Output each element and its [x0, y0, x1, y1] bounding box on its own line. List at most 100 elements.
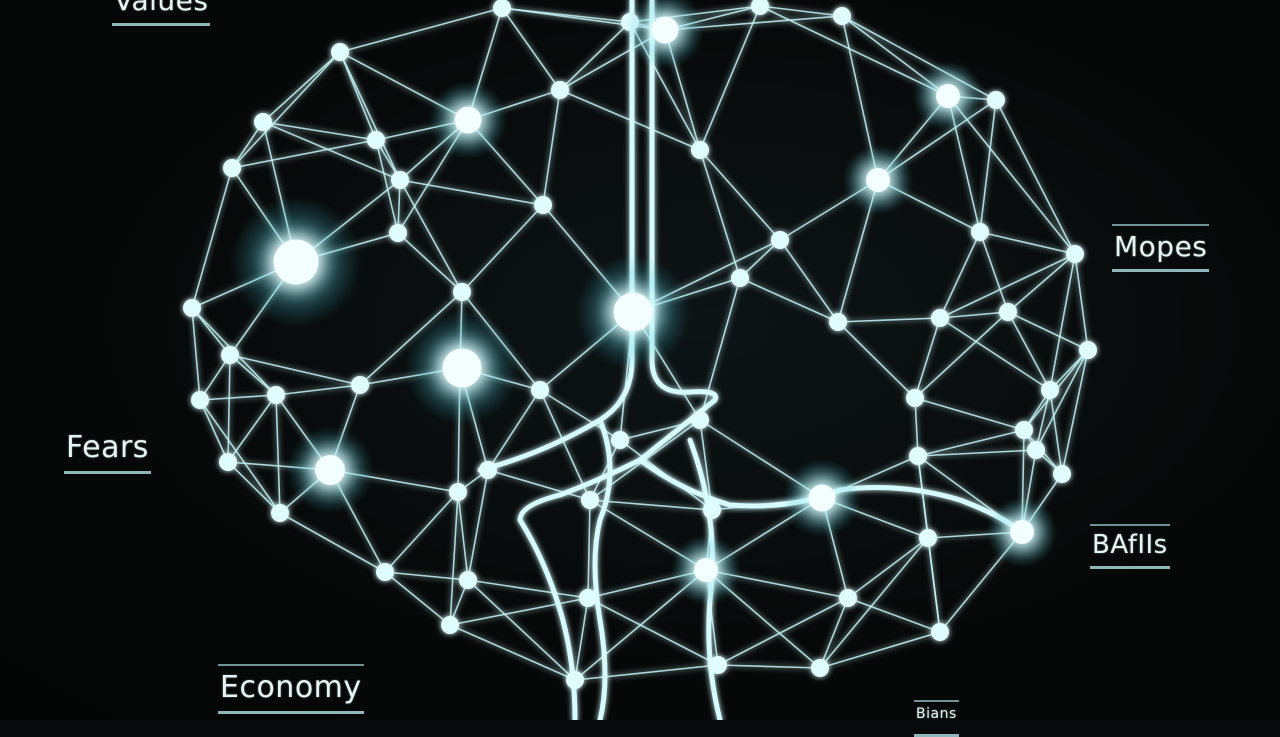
network-link [939, 311, 1009, 319]
network-link [449, 624, 576, 681]
network-link [979, 231, 1009, 313]
network-link [717, 597, 849, 666]
network-link [501, 7, 561, 91]
network-node [999, 303, 1017, 321]
network-link [979, 231, 1076, 255]
network-node [376, 563, 394, 581]
network-node [581, 491, 599, 509]
network-node [919, 529, 937, 547]
network-link [589, 439, 621, 501]
network-hub-node [808, 484, 836, 512]
network-node [367, 131, 385, 149]
network-link [449, 597, 589, 626]
network-node [1079, 341, 1097, 359]
network-node [1015, 421, 1033, 439]
brain-network-graphic [183, 0, 1097, 723]
network-link [399, 179, 544, 206]
network-node [829, 313, 847, 331]
network-hub-node [442, 348, 482, 388]
network-node [223, 159, 241, 177]
network-link [191, 307, 231, 356]
network-link [699, 149, 741, 279]
network-link [191, 307, 201, 401]
network-link [199, 399, 229, 463]
network-link [717, 664, 821, 669]
label-values: Values [112, 0, 211, 26]
network-node [221, 346, 239, 364]
network-trunk-line [517, 517, 578, 723]
network-link [199, 354, 231, 401]
network-link [487, 389, 541, 471]
network-hub-node [651, 16, 679, 44]
network-node [691, 141, 709, 159]
network-link [467, 579, 576, 681]
network-node [839, 589, 857, 607]
network-node [453, 283, 471, 301]
network-link [384, 571, 469, 581]
network-link [914, 311, 1009, 399]
network-link [487, 469, 591, 501]
network-node [771, 231, 789, 249]
network-link [819, 597, 849, 669]
network-link [914, 397, 919, 457]
network-link [397, 232, 463, 293]
network-node [479, 461, 497, 479]
network-hub-node [454, 106, 482, 134]
network-node [449, 483, 467, 501]
label-bottom: Bians [914, 700, 959, 737]
network-link [917, 449, 1037, 457]
network-link [539, 389, 591, 501]
network-link [847, 537, 929, 599]
network-node [931, 623, 949, 641]
network-node [566, 671, 584, 689]
network-hub-node [866, 168, 890, 192]
network-link [467, 579, 589, 599]
network-link [1061, 349, 1089, 475]
network-link [819, 631, 941, 669]
network-link [375, 139, 399, 234]
network-node [703, 501, 721, 519]
label-mopes: Mopes [1112, 224, 1210, 272]
network-node [191, 391, 209, 409]
network-node [271, 504, 289, 522]
network-link [587, 499, 591, 599]
network-link [199, 394, 277, 401]
network-node [987, 91, 1005, 109]
network-link [837, 317, 941, 323]
network-link [559, 21, 631, 91]
network-link [837, 321, 916, 399]
network-link [914, 397, 1025, 431]
network-link [229, 354, 361, 386]
network-hub-node [936, 84, 960, 108]
network-link [262, 121, 401, 181]
network-hub-node [273, 239, 319, 285]
label-fears: Fears [64, 428, 151, 474]
network-node [391, 171, 409, 189]
network-node [751, 0, 769, 15]
network-link [914, 317, 941, 399]
network-link [399, 179, 463, 293]
network-node [1027, 441, 1045, 459]
network-link [587, 597, 719, 666]
network-link [1074, 253, 1089, 351]
network-node [531, 381, 549, 399]
network-link [939, 317, 1051, 391]
network-node [731, 269, 749, 287]
network-link [262, 51, 341, 123]
network-link [262, 121, 377, 141]
network-node [534, 196, 552, 214]
network-node [254, 113, 272, 131]
network-link [699, 419, 713, 511]
network-link [847, 597, 941, 633]
network-link [819, 537, 929, 669]
network-node [267, 386, 285, 404]
network-link [939, 253, 1076, 319]
label-economy: Economy [218, 664, 364, 714]
network-hub-node [1010, 520, 1034, 544]
network-link [995, 99, 1076, 255]
network-node [931, 309, 949, 327]
network-link [699, 149, 781, 241]
network-node [493, 0, 511, 17]
network-link [339, 7, 503, 53]
network-link [449, 491, 459, 626]
